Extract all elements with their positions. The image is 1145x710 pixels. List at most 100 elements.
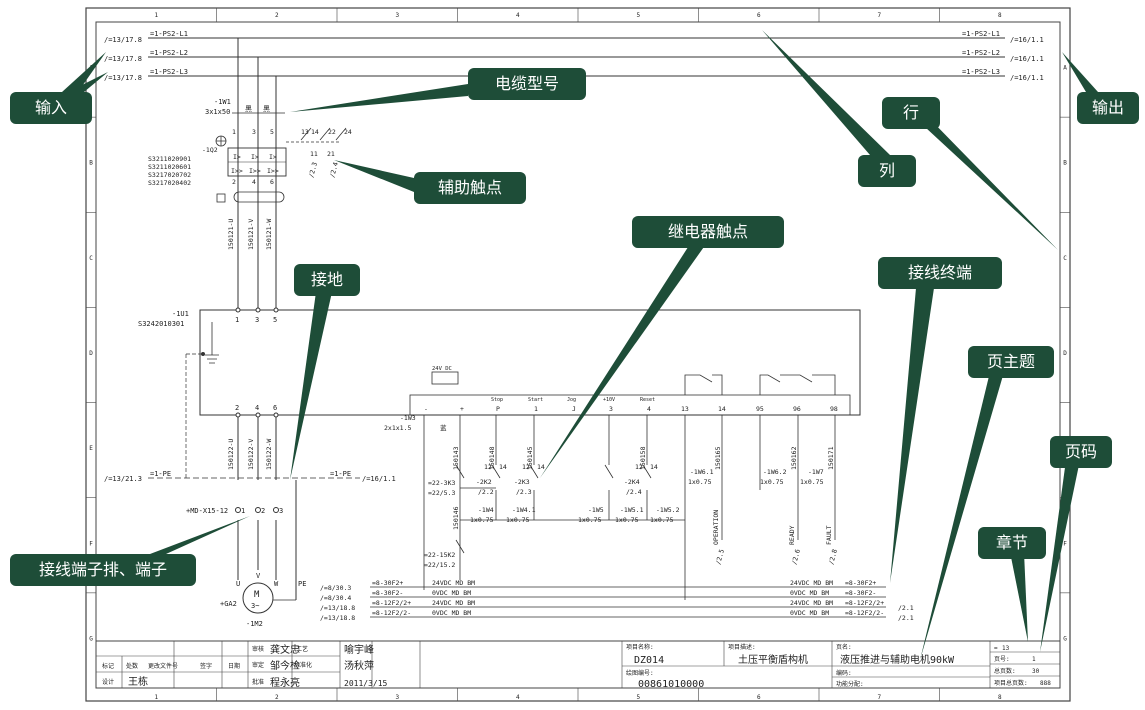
tb-label: 审核: [252, 645, 264, 653]
cable-spec: 1x0.75: [760, 478, 784, 486]
callout-wire-terminal: 接线终端: [878, 257, 1002, 289]
cable-spec: 1x0.75: [470, 516, 494, 524]
bus-net: =8-30F2+: [372, 579, 403, 587]
motor-pin: U: [236, 580, 240, 588]
relay-tag: -2K3: [514, 478, 530, 486]
grid-column-label: 6: [757, 694, 761, 701]
control-wire: 150143: [452, 446, 460, 470]
control-pin: 98: [830, 405, 838, 413]
control-pin: 4: [647, 405, 651, 413]
signal-name: FAULT: [825, 525, 833, 545]
control-terminals: 24V DC - + P 1 J 3 4 13 14 95 96 98 Stop…: [409, 366, 851, 416]
tb-total: 30: [1032, 668, 1040, 675]
callout-column: 列: [858, 155, 916, 187]
tb-section-label: =: [994, 645, 998, 652]
breaker-part: S3217020702: [148, 171, 191, 179]
cable-tag: -1W5.1: [620, 506, 644, 514]
bus-desc: 0VDC MD BM: [790, 609, 829, 617]
terminal-pin: 1: [241, 507, 245, 515]
tb-label: 项目名称:: [626, 643, 654, 651]
breaker-pin: 14: [311, 128, 319, 136]
breaker-part: S3211020601: [148, 163, 191, 171]
relay-pin: 14: [537, 463, 545, 471]
grid-column-label: 1: [154, 694, 158, 701]
grid-row-label: C: [89, 255, 93, 262]
svg-text:I>>: I>>: [231, 167, 243, 175]
bus-out: /2.1: [898, 614, 914, 622]
grid-row-label: G: [1063, 635, 1067, 642]
ground-net: =1-PE: [150, 470, 171, 478]
tb-project-desc: 土压平衡盾构机: [738, 653, 808, 666]
motor-pin: V: [256, 572, 261, 580]
callout-chapter: 章节: [978, 527, 1046, 559]
cable-tag: -1W6.1: [690, 468, 714, 476]
callout-aux-contact: 辅助触点: [414, 172, 526, 204]
wire-label: 150122-U: [227, 439, 235, 470]
svg-text:I>>: I>>: [249, 167, 261, 175]
wire-label: 150121-V: [247, 219, 255, 250]
callout-pointers: [62, 30, 1098, 660]
tb-header: 日期: [228, 662, 240, 670]
grid-row-label: F: [89, 540, 93, 547]
control-pin: 1: [534, 405, 538, 413]
bus-net-right: =8-12F2/2+: [845, 599, 884, 607]
grid-row-label: D: [1063, 350, 1067, 357]
control-pin: 96: [793, 405, 801, 413]
breaker-pin: 21: [327, 150, 335, 158]
cable-spec: 1x0.75: [506, 516, 530, 524]
pointer-aux: [334, 160, 414, 192]
ground-ref-out: /=16/1.1: [362, 475, 396, 483]
bus-ref: /=8/30.4: [320, 594, 351, 602]
control-wire: 150145: [526, 446, 534, 470]
grid-row-label: G: [89, 635, 93, 642]
pointer-terminal-strip: [150, 516, 250, 554]
control-cable-spec: 2x1x1.5: [384, 424, 411, 432]
tb-label: 设计: [102, 678, 114, 686]
tb-approver: 程永亮: [270, 676, 300, 689]
cable-spec: 1x0.75: [688, 478, 712, 486]
grid-row-label: C: [1063, 255, 1067, 262]
tb-header: 处数: [126, 662, 138, 670]
grid-column-label: 3: [395, 694, 399, 701]
softstarter-pin: 4: [255, 404, 259, 412]
motor-pin: PE: [298, 580, 306, 588]
callout-page-number: 页码: [1050, 436, 1112, 468]
wire-label: 150122-V: [247, 439, 255, 470]
control-pin: +: [460, 405, 464, 413]
signal-ref: /2.8: [827, 548, 839, 565]
callout-cable-type: 电缆型号: [468, 68, 586, 100]
breaker-tag: -1Q2: [202, 146, 218, 154]
control-pin: 13: [681, 405, 689, 413]
softstarter-pin: 6: [273, 404, 277, 412]
control-pin-name: Start: [528, 397, 543, 403]
tb-proj-total: 888: [1040, 680, 1051, 687]
terminal-strip: +MD-X15-12 1 2 3: [186, 507, 283, 515]
callout-page-title: 页主题: [968, 346, 1054, 378]
bus-desc: 0VDC MD BM: [790, 589, 829, 597]
input-line-labels: /=13/17.8 =1-PS2-L1 /=13/17.8 =1-PS2-L2 …: [104, 30, 1044, 82]
control-wire: 150165: [714, 446, 722, 470]
ground-ref-in: /=13/21.3: [104, 475, 142, 483]
relay-pin: 12: [635, 463, 643, 471]
callout-ground: 接地: [294, 264, 360, 296]
breaker-pin: 4: [252, 178, 256, 186]
grid-column-label: 8: [998, 12, 1002, 19]
bus-net: =8-12F2/2+: [372, 599, 411, 607]
supply-bus: [370, 586, 886, 618]
title-block: 标记 处数 更改文件号 签字 日期 设计 王栋 审核 龚文忠 工艺 喻宇峰 审定…: [95, 640, 1061, 690]
input-ref: /=13/17.8: [104, 74, 142, 82]
pointer-column: [762, 30, 890, 155]
cable-spec: 3x1x50: [205, 108, 230, 116]
tb-header: 更改文件号: [148, 662, 178, 670]
control-cable-tag: -1W3: [400, 414, 416, 422]
pointer-cable: [290, 84, 468, 112]
tb-label: 批准: [252, 678, 264, 686]
bus-ref: /=13/18.8: [320, 614, 355, 622]
bus-desc: 0VDC MD BM: [432, 589, 471, 597]
tb-label: 标准化: [294, 661, 312, 669]
pointer-relay: [540, 244, 706, 478]
bus-ref: /=8/30.3: [320, 584, 351, 592]
tb-label: 页名:: [836, 643, 852, 651]
pointer-page-title: [920, 372, 1004, 660]
